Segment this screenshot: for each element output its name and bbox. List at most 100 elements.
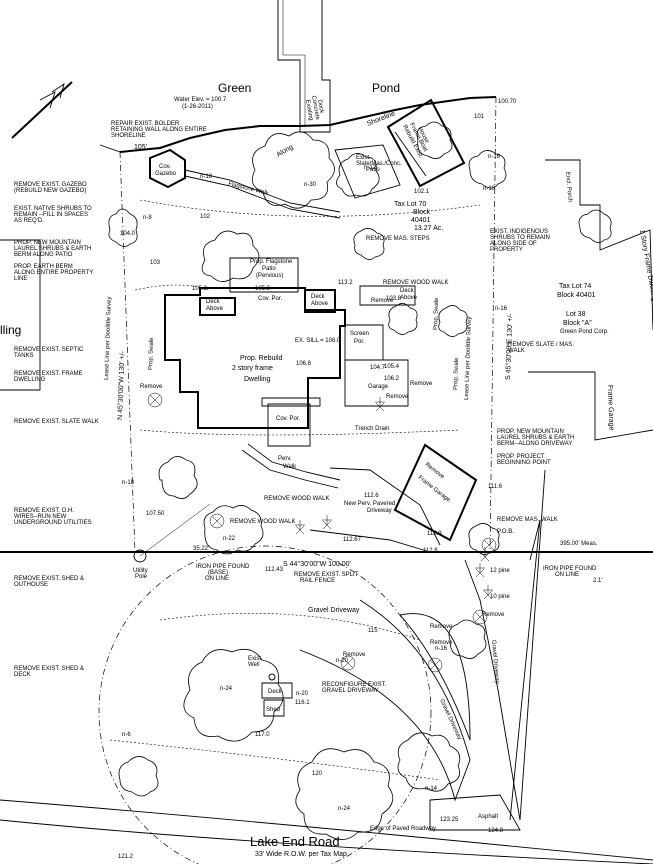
reconfigure-2: GRAVEL DRIVEWAY: [322, 688, 379, 694]
remove-mas-steps: REMOVE MAS. STEPS: [366, 236, 430, 242]
deck-above-left-1: Deck: [206, 299, 221, 305]
west-bearing: N 45°30'00"W 130' +/-: [116, 350, 126, 420]
note: AS REQ'D.: [14, 218, 44, 224]
utility-pole: [133, 549, 147, 563]
lease-line-east: Lease Line per Doolittle Survey: [464, 317, 473, 401]
tree-label: n-18: [200, 174, 213, 180]
note: WIRES--RUN NEW: [14, 514, 67, 520]
note: ALONG SIDE OF: [490, 241, 537, 247]
slate-patio: [334, 144, 401, 199]
cov-porch-south: Cov. Por.: [276, 416, 301, 422]
asphalt-label: Asphalt: [478, 814, 498, 820]
gazebo-label-2: Gazebo: [155, 171, 177, 177]
note: SHRUBS TO REMAIN: [490, 235, 550, 241]
note: BERM ALONG PATIO: [14, 252, 73, 258]
remove-markers: Remove Remove Remove Remove Remove Remov…: [140, 298, 505, 658]
prop-swale-east-1: Prop. Swale: [433, 297, 440, 330]
tree-label: n-16: [495, 306, 508, 312]
prop-swale-west: Prop. Swale: [148, 337, 155, 370]
remove-wood-walk-2: REMOVE WOOD WALK: [264, 496, 329, 502]
note: LAUREL SHRUBS & EARTH: [14, 246, 91, 252]
remove-tag: Remove: [343, 652, 366, 658]
iron-pipe-e-1: IRON PIPE FOUND: [543, 566, 597, 572]
elev-tag: 101: [474, 114, 485, 120]
elev-tag: 115: [368, 628, 378, 634]
elev-tag: 106.2: [384, 376, 400, 382]
elev-tag: 107.50: [146, 511, 165, 517]
note: LAUREL SHRUBS & EARTH: [497, 435, 574, 441]
shore-dimension: 105': [134, 144, 147, 151]
note: WALK: [508, 348, 525, 354]
deck: [261, 682, 293, 699]
perv-walk-label-1: Perv.: [278, 456, 292, 462]
tax-lot-70-block: Block: [413, 209, 431, 216]
top-note-2: RETAINING WALL ALONG ENTIRE: [111, 127, 207, 133]
top-note-3: SHORELINE: [111, 133, 146, 139]
tree-canopies: [108, 121, 612, 840]
house-label-2: 2 story frame: [232, 365, 273, 372]
elev-tag: 116.1: [295, 700, 310, 706]
lot-38-block: Block "A": [563, 320, 592, 327]
note: EXIST. NATIVE SHRUBS TO: [14, 206, 92, 212]
remove-tag: Remove: [430, 624, 453, 630]
tax-lot-74-block: Block 40401: [557, 292, 596, 299]
pond-label-pond: Pond: [372, 81, 400, 95]
tree-label: n-24: [338, 806, 351, 812]
lease-line-west: Lease Line per Doolittle Survey: [104, 297, 113, 381]
house-label-3: Dwelling: [244, 376, 271, 383]
water-elevation-date: (1-26-2011): [182, 104, 213, 110]
remove-tag: Remove: [430, 640, 453, 646]
driveway-new-2: Driveway: [367, 508, 392, 514]
gazebo: Cov. Gazebo: [149, 148, 186, 189]
perv-walk: [241, 449, 339, 489]
house-label-1: Prop. Rebuild: [240, 355, 283, 362]
pond-label-green: Green: [218, 81, 251, 95]
road-edge-north: [0, 799, 653, 861]
remove-frame-garage: Remove Frame Garage: [393, 443, 478, 542]
deck-label: Deck: [268, 689, 283, 695]
dock-label-1: Existing: [304, 99, 314, 121]
iron-pipe-e-2: ON LINE: [555, 572, 579, 578]
note: BERM--ALONG DRIVEWAY: [497, 441, 572, 447]
note: REMAIN --FILL IN SPACES: [14, 212, 88, 218]
note: UNDERGROUND UTILITIES: [14, 520, 92, 526]
patio-label-3: (Pervious): [256, 273, 283, 279]
iron-pipe-e-3: 2.1': [593, 578, 603, 584]
adjacent-dwelling-left: [0, 239, 41, 391]
road-name: Lake End Road: [250, 834, 340, 849]
utility-pole-label-1: Utility: [133, 568, 148, 574]
gravel-driveway: Gravel Driveway Gravel Driveway Gravel D…: [299, 469, 546, 831]
reconfigure-1: RECONFIGURE EXIST.: [322, 682, 387, 688]
trench-drain: Trench Drain: [355, 426, 389, 432]
tax-lot-74: Tax Lot 74: [559, 283, 591, 290]
tree-label: n-20: [336, 658, 349, 664]
shed-label: Shed: [266, 707, 280, 713]
elev-tag: 106.8: [296, 361, 312, 367]
note: (REBUILD NEW GAZEBO): [14, 188, 86, 194]
tree-label: n-6: [122, 732, 131, 738]
note: REMOVE EXIST. SHED &: [14, 576, 84, 582]
elev-tag: 120: [312, 771, 323, 777]
pob-label: P.O.B.: [497, 529, 514, 535]
road-row: 33' Wide R.O.W. per Tax Map: [255, 851, 347, 858]
end-porch-label: Encl. Porch: [564, 172, 573, 203]
note: EXIST. INDIGENOUS: [490, 229, 548, 235]
elev-tag: 117.0: [255, 732, 270, 738]
along-label: Along: [276, 144, 295, 159]
flagstone-walk: [184, 169, 341, 213]
note: PROPERTY: [490, 247, 523, 253]
tree-label: n-30: [304, 182, 317, 188]
elev-tag: 112.8: [423, 548, 438, 554]
perv-walk-label-2: Walk: [283, 464, 297, 470]
split-rail-2: RAIL FENCE: [300, 578, 335, 584]
screen-porch-1: Screen: [350, 331, 369, 337]
note: REMOVE MAS. WALK: [497, 517, 558, 523]
elev-tag: 102: [200, 214, 211, 220]
iron-pipe-w-1: IRON PIPE FOUND: [196, 564, 250, 570]
remove-x-marks: [147, 392, 497, 673]
patio-label-1: Prop. Flagstone: [250, 259, 293, 265]
well: [268, 673, 276, 681]
remove-tag: Remove: [386, 394, 409, 400]
tree-label: 10 pine: [490, 594, 510, 600]
